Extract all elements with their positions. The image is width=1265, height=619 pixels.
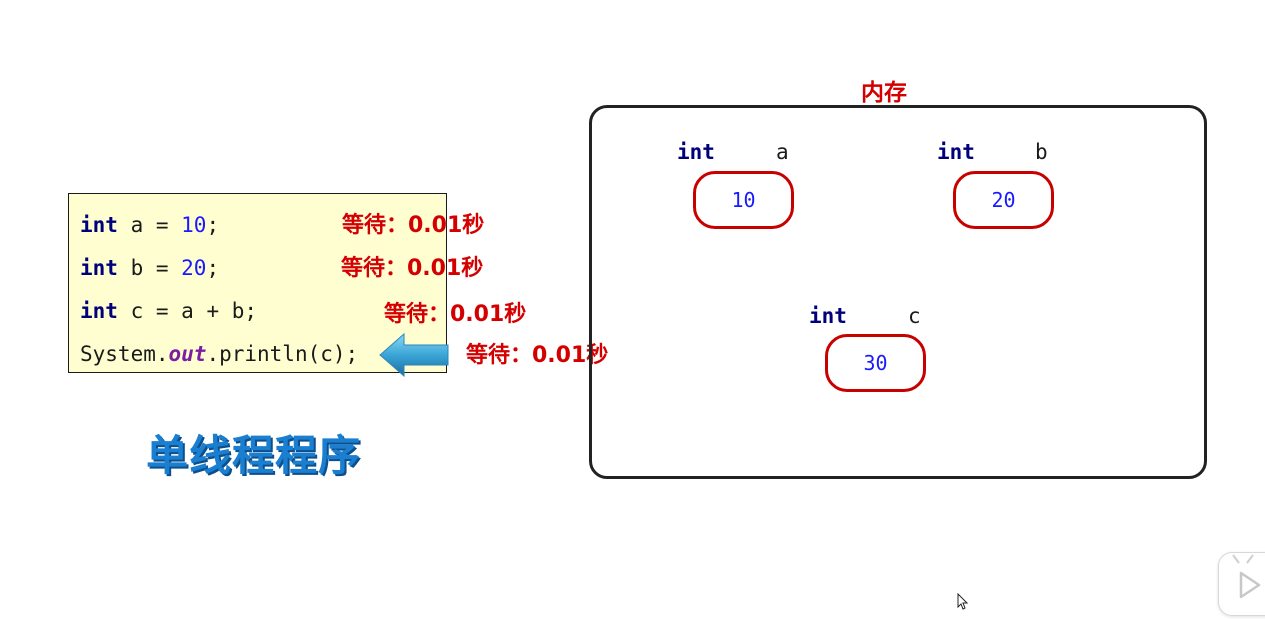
memory-label: 内存 — [861, 80, 907, 106]
code-panel: int a = 10; int b = 20; int c = a + b; S… — [68, 193, 447, 373]
mouse-cursor-icon — [957, 593, 969, 610]
var-b-type: int — [937, 140, 975, 164]
var-a-type: int — [677, 140, 715, 164]
code-line-4: System.out.println(c); — [80, 342, 359, 366]
code-line-3: int c = a + b; — [80, 299, 258, 323]
play-icon — [1232, 554, 1261, 599]
var-b-cell: 20 — [953, 171, 1054, 229]
var-c-type: int — [809, 304, 847, 328]
memory-box — [589, 105, 1207, 479]
var-c-cell: 30 — [825, 334, 926, 392]
code-line-2: int b = 20; — [80, 256, 220, 280]
left-arrow-icon — [379, 332, 449, 378]
var-c-name: c — [908, 304, 921, 328]
code-line-1: int a = 10; — [80, 213, 220, 237]
var-a-name: a — [776, 140, 789, 164]
wait-label-2: 等待：0.01秒 — [341, 256, 484, 281]
wait-label-4: 等待：0.01秒 — [466, 343, 609, 368]
play-button[interactable] — [1218, 552, 1265, 616]
wait-label-3: 等待：0.01秒 — [384, 302, 527, 327]
var-b-name: b — [1035, 140, 1048, 164]
diagram-title: 单线程程序 — [146, 431, 362, 480]
var-a-cell: 10 — [693, 171, 794, 229]
wait-label-1: 等待：0.01秒 — [342, 213, 485, 238]
